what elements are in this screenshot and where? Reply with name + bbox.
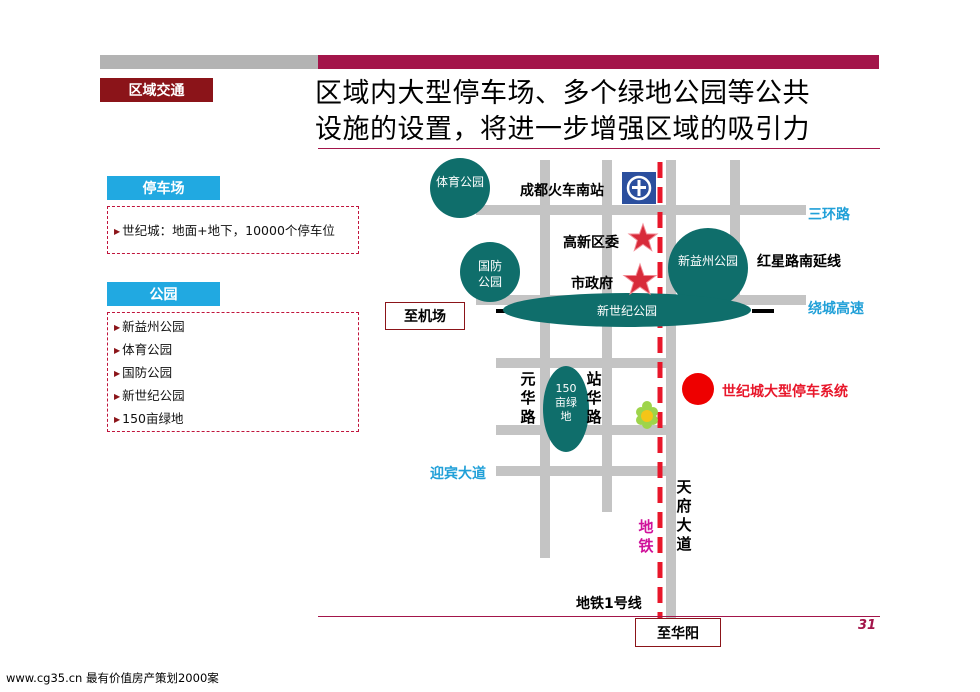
park-xinyizhou bbox=[668, 228, 748, 308]
list-item: ▶新益州公园 bbox=[114, 319, 185, 334]
bullet-triangle-icon: ▶ bbox=[114, 369, 121, 378]
park-sports-label: 体育公园 bbox=[435, 175, 484, 189]
section-tag: 区域交通 bbox=[100, 78, 213, 102]
flower-icon bbox=[636, 401, 658, 429]
road-tianfu bbox=[666, 160, 676, 618]
page-headline: 区域内大型停车场、多个绿地公园等公共 设施的设置，将进一步增强区域的吸引力 bbox=[315, 76, 880, 148]
label-zhanhua: 站华路 bbox=[586, 370, 602, 426]
bullet-triangle-icon: ▶ bbox=[114, 346, 121, 355]
park-green150-label: 150亩绿地 bbox=[555, 382, 577, 423]
label-yuanhua: 元华路 bbox=[520, 370, 536, 426]
bullet-triangle-icon: ▶ bbox=[114, 392, 121, 401]
bullet-triangle-icon: ▶ bbox=[114, 227, 121, 236]
label-ring3: 三环路 bbox=[808, 207, 850, 223]
footer-rule bbox=[318, 616, 880, 617]
label-parking-system: 世纪城大型停车系统 bbox=[722, 384, 848, 400]
label-tianfu: 天府大道 bbox=[676, 478, 692, 553]
road-airport-stub-right bbox=[752, 309, 774, 313]
label-metro-line: 地铁1号线 bbox=[576, 596, 642, 612]
header-bar-grey bbox=[100, 55, 318, 69]
label-yingbin: 迎宾大道 bbox=[430, 466, 486, 482]
parks-list: ▶新益州公园 ▶体育公园 ▶国防公园 ▶新世纪公园 ▶150亩绿地 bbox=[107, 312, 359, 432]
park-green150 bbox=[543, 366, 589, 452]
parking-list: ▶世纪城：地面+地下，10000个停车位 bbox=[107, 206, 359, 254]
road-h1 bbox=[496, 358, 666, 368]
headline-underline bbox=[318, 148, 880, 149]
park-xinshiji-label: 新世纪公园 bbox=[596, 304, 657, 318]
park-defense-label: 国防公园 bbox=[477, 259, 502, 289]
list-item: ▶体育公园 bbox=[114, 342, 173, 357]
park-sports bbox=[430, 158, 490, 218]
road-zhanhua bbox=[602, 160, 612, 512]
label-huayang: 至华阳 bbox=[635, 618, 721, 647]
train-station-icon bbox=[622, 172, 656, 204]
road-yuanhua bbox=[540, 160, 550, 558]
list-item: ▶新世纪公园 bbox=[114, 388, 185, 403]
parking-section-label: 停车场 bbox=[107, 176, 220, 200]
header-bar-red bbox=[318, 55, 879, 69]
road-hongxing bbox=[730, 160, 740, 308]
list-item: ▶150亩绿地 bbox=[114, 411, 184, 426]
label-hitech: 高新区委 bbox=[563, 235, 619, 251]
headline-line-1: 区域内大型停车场、多个绿地公园等公共 bbox=[315, 78, 810, 109]
star-icon bbox=[627, 222, 659, 252]
label-gov: 市政府 bbox=[571, 276, 613, 292]
headline-line-2: 设施的设置，将进一步增强区域的吸引力 bbox=[315, 114, 810, 145]
label-station: 成都火车南站 bbox=[520, 183, 604, 199]
label-ring-expressway: 绕城高速 bbox=[808, 301, 864, 317]
bullet-triangle-icon: ▶ bbox=[114, 415, 121, 424]
label-hongxing: 红星路南延线 bbox=[757, 254, 841, 270]
label-metro: 地铁 bbox=[638, 518, 654, 555]
page-number: 31 bbox=[858, 618, 877, 633]
park-defense bbox=[460, 242, 520, 302]
list-item: ▶世纪城：地面+地下，10000个停车位 bbox=[114, 223, 335, 238]
park-xinshiji bbox=[503, 293, 751, 327]
star-icon bbox=[622, 262, 658, 296]
parks-section-label: 公园 bbox=[107, 282, 220, 306]
road-yingbin bbox=[496, 466, 666, 476]
list-item: ▶国防公园 bbox=[114, 365, 173, 380]
footer-text: www.cg35.cn 最有价值房产策划2000案 bbox=[6, 671, 219, 685]
bullet-triangle-icon: ▶ bbox=[114, 323, 121, 332]
road-ring3 bbox=[476, 205, 806, 215]
parking-system-marker bbox=[682, 373, 714, 405]
parks bbox=[430, 158, 751, 452]
label-airport: 至机场 bbox=[385, 302, 465, 330]
park-xinyizhou-label: 新益州公园 bbox=[678, 254, 739, 268]
